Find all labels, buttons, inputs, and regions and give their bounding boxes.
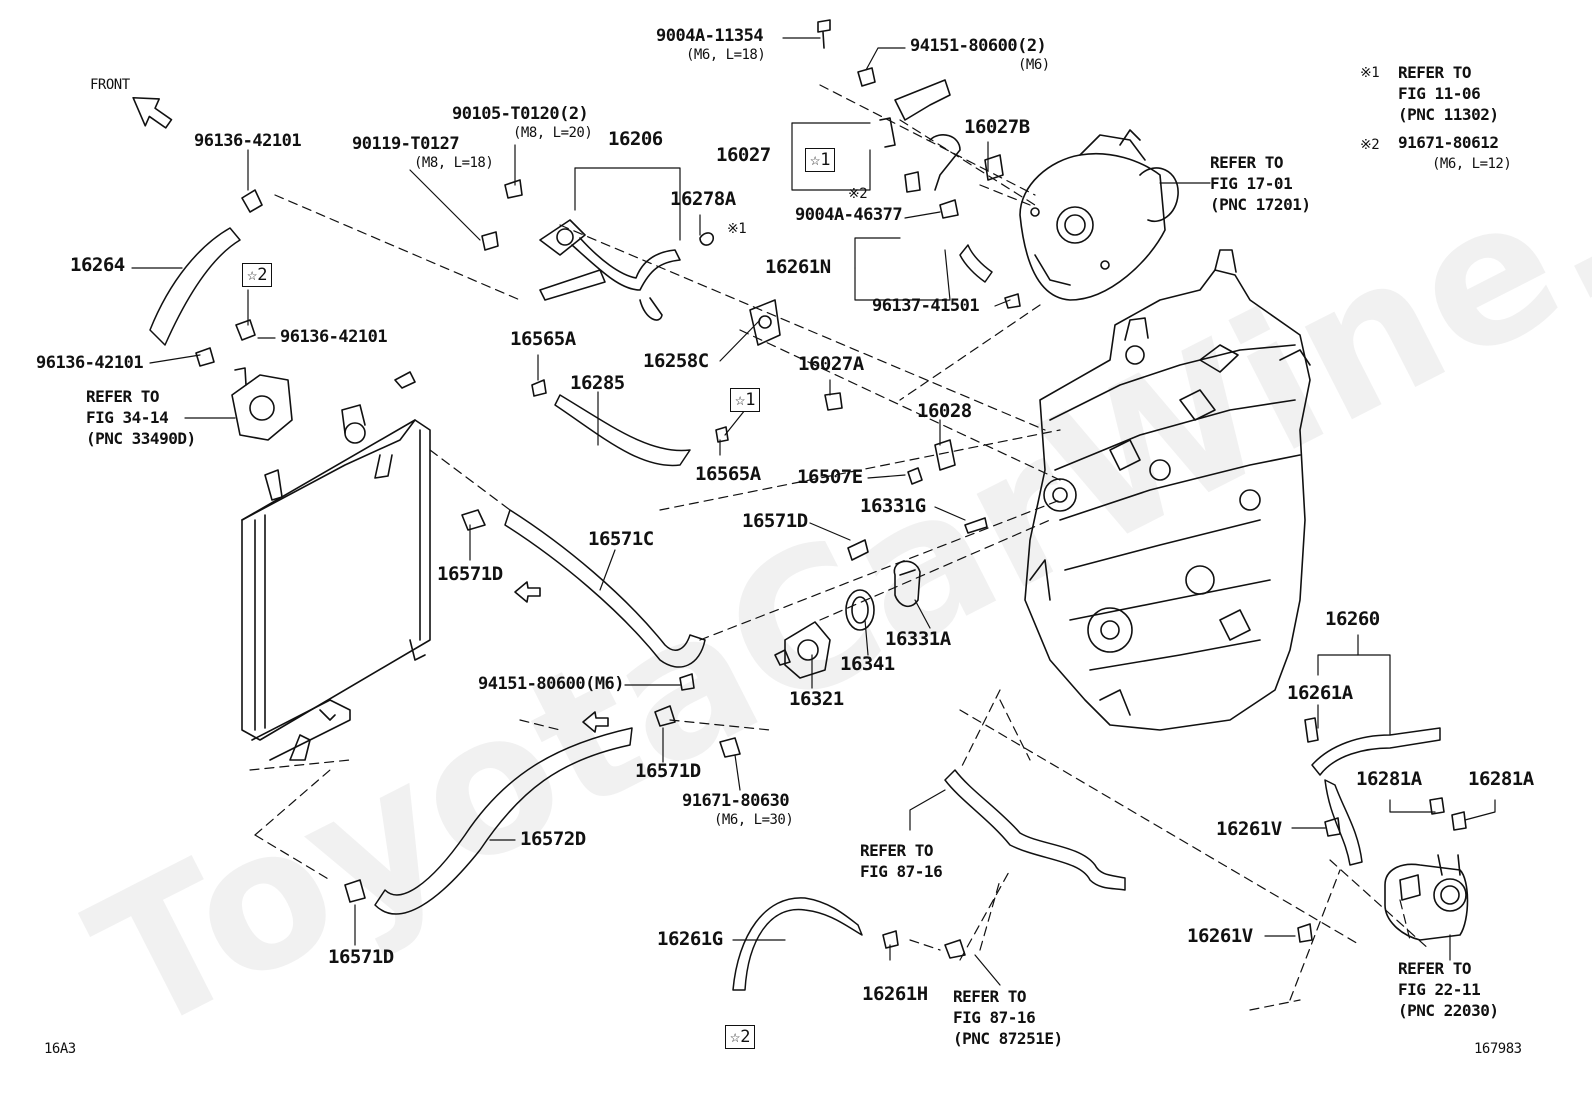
note-2-spec: (M6, L=12) xyxy=(1432,156,1512,172)
part-label: 16278A xyxy=(670,188,736,210)
gasket-drawing xyxy=(749,299,781,346)
part-spec: (M6, L=30) xyxy=(714,812,794,828)
illustration-number: 167983 xyxy=(1474,1041,1522,1057)
part-label: 16261A xyxy=(1287,682,1353,704)
part-label: 16331A xyxy=(885,628,951,650)
part-mark: ※2 xyxy=(848,186,868,202)
part-label: 91671-80630 xyxy=(682,791,790,811)
part-label: 16258C xyxy=(643,350,709,372)
part-label: 16571D xyxy=(742,510,808,532)
part-label: 16281A xyxy=(1356,768,1422,790)
part-label: 16261H xyxy=(862,983,928,1005)
part-label: 16572D xyxy=(520,828,586,850)
part-mark: ※1 xyxy=(727,221,747,237)
part-label: 16028 xyxy=(917,400,972,422)
note-2-mark: ※2 xyxy=(1360,137,1380,153)
star-2-box-lower: ☆2 xyxy=(725,1025,756,1049)
part-label: 96136-42101 xyxy=(194,131,302,151)
front-arrow-icon xyxy=(132,96,173,129)
part-spec: (M6, L=18) xyxy=(686,47,766,63)
engine-block-drawing xyxy=(1024,249,1311,731)
part-label: 16261V xyxy=(1216,818,1282,840)
throttle-body-drawing xyxy=(1384,854,1469,941)
part-spec: (M8, L=20) xyxy=(513,125,593,141)
part-label: 96136-42101 xyxy=(36,353,144,373)
part-label: 16565A xyxy=(695,463,761,485)
note-2-text: 91671-80612 xyxy=(1398,133,1499,152)
part-label: 16285 xyxy=(570,372,625,394)
part-label: 94151-80600(2) xyxy=(910,36,1047,56)
part-label: 90105-T0120(2) xyxy=(452,104,589,124)
refer-fig-17-01: REFER TO FIG 17-01 (PNC 17201) xyxy=(1210,153,1311,214)
dashed-reference-lines xyxy=(249,84,1431,1011)
part-label: 96136-42101 xyxy=(280,327,388,347)
part-spec: (M6) xyxy=(1018,57,1050,73)
water-pump-drawing xyxy=(1019,129,1179,301)
refer-fig-34-14: REFER TO FIG 34-14 (PNC 33490D) xyxy=(86,387,196,448)
star-1-box-upper: ☆1 xyxy=(805,148,836,172)
part-label: 16260 xyxy=(1325,608,1380,630)
part-label: 9004A-46377 xyxy=(795,205,903,225)
thermostat-group-drawing xyxy=(774,517,988,679)
water-outlet-pipe-drawing xyxy=(539,219,681,321)
note-1-text: REFER TO FIG 11-06 (PNC 11302) xyxy=(1398,63,1499,124)
part-label: 16027A xyxy=(798,353,864,375)
part-spec: (M8, L=18) xyxy=(414,155,494,171)
clamps-and-bolts-drawing xyxy=(195,19,1467,959)
part-label: 90119-T0127 xyxy=(352,134,460,154)
part-label: 16571C xyxy=(588,528,654,550)
part-label: 16261G xyxy=(657,928,723,950)
part-label: 16281A xyxy=(1468,768,1534,790)
part-label: 96137-41501 xyxy=(872,296,980,316)
part-label: 16206 xyxy=(608,128,663,150)
hoses-drawing xyxy=(149,227,1441,991)
part-label: 16507E xyxy=(797,466,863,488)
part-label: 16571D xyxy=(328,946,394,968)
oil-cooler-drawing xyxy=(231,367,293,441)
part-label: 16331G xyxy=(860,495,926,517)
note-1-mark: ※1 xyxy=(1360,65,1380,81)
part-label: 16321 xyxy=(789,688,844,710)
front-label: FRONT xyxy=(90,77,130,93)
part-label: 9004A-11354 xyxy=(656,26,764,46)
star-1-box-lower: ☆1 xyxy=(730,388,761,412)
part-label: 16571D xyxy=(635,760,701,782)
part-label: 16027B xyxy=(964,116,1030,138)
radiator-drawing xyxy=(241,371,431,761)
part-label: 16261N xyxy=(765,256,831,278)
part-label: 16571D xyxy=(437,563,503,585)
part-label: 16264 xyxy=(70,254,125,276)
part-label: 94151-80600(M6) xyxy=(478,674,625,694)
part-label: 16261V xyxy=(1187,925,1253,947)
star-2-box-upper: ☆2 xyxy=(242,263,273,287)
flow-arrow-icons xyxy=(514,581,609,733)
refer-fig-87-16-b: REFER TO FIG 87-16 (PNC 87251E) xyxy=(953,987,1063,1048)
part-label: 16341 xyxy=(840,653,895,675)
refer-fig-22-11: REFER TO FIG 22-11 (PNC 22030) xyxy=(1398,959,1499,1020)
part-label: 16027 xyxy=(716,144,771,166)
part-label: 16565A xyxy=(510,328,576,350)
figure-code: 16A3 xyxy=(44,1041,76,1057)
refer-fig-87-16-a: REFER TO FIG 87-16 xyxy=(860,841,943,881)
